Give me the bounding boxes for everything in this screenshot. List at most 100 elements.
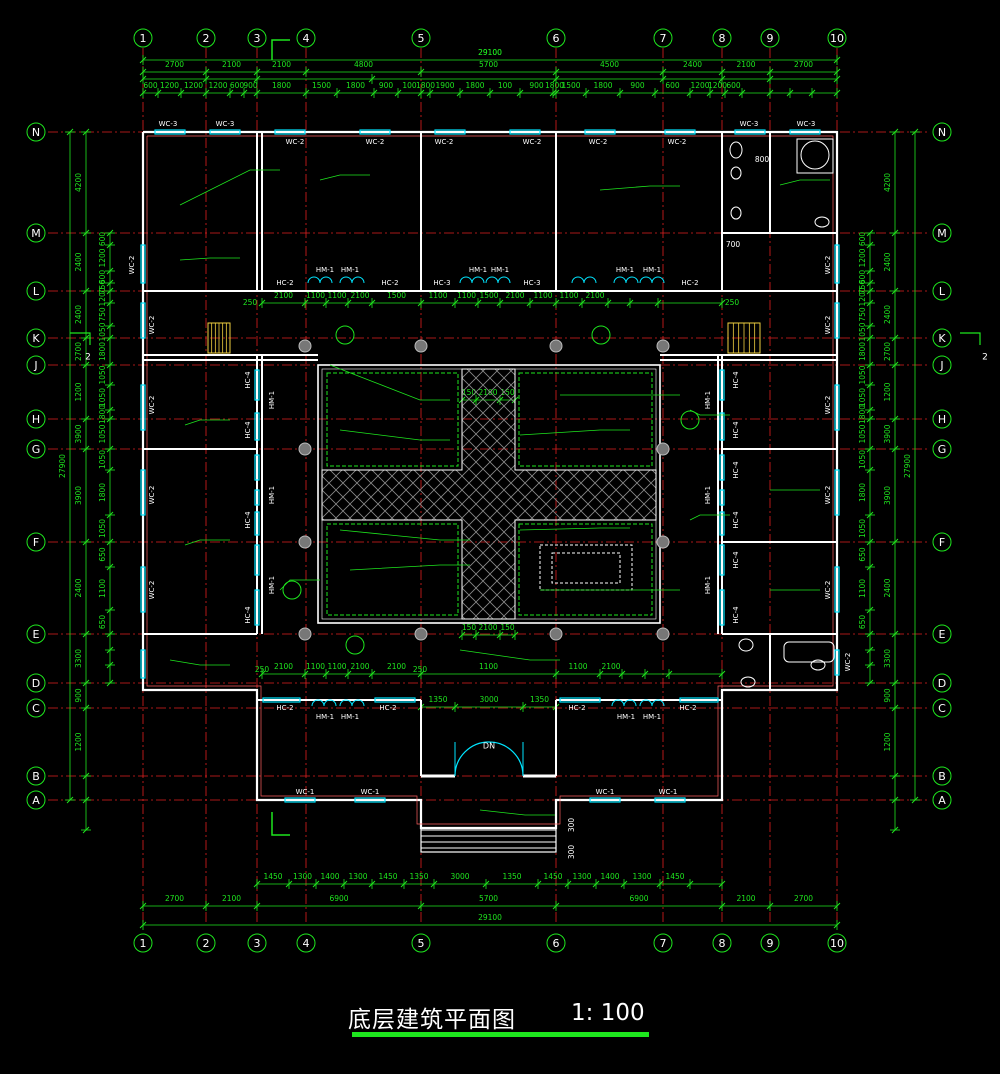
window-tag: WC-2: [286, 138, 305, 146]
pond: [551, 552, 621, 584]
leader-line: [349, 564, 470, 571]
dim-tick: [400, 880, 408, 888]
dim-text: 2400: [74, 305, 83, 324]
door-arc: [459, 276, 473, 284]
dim-tick: [106, 646, 114, 654]
dim-tick: [139, 68, 147, 76]
leader-line: [339, 529, 470, 541]
window: [834, 469, 840, 516]
dim-text: 1800: [98, 405, 107, 424]
door-tag: HM-1: [268, 486, 276, 504]
window: [719, 589, 725, 626]
dim-tick: [786, 89, 794, 97]
window: [589, 797, 621, 803]
window-tag: WC-3: [159, 120, 178, 128]
axis-label-row: E: [939, 628, 946, 641]
axis-bubble: [196, 933, 216, 953]
drawing-title: 底层建筑平面图: [348, 1007, 516, 1033]
window: [834, 649, 840, 676]
door-tag: HC-4: [732, 461, 740, 479]
axis-label-row: A: [938, 794, 946, 807]
dim-text: 1200: [160, 81, 179, 90]
dim-tick: [706, 89, 714, 97]
dim-text: 300: [567, 818, 576, 833]
door-tag: HC-4: [732, 421, 740, 439]
dim-tick: [301, 299, 309, 307]
door-arc: [323, 699, 337, 707]
window-tag: WC-1: [296, 788, 315, 796]
dim-tick: [866, 415, 874, 423]
leader-line: [184, 419, 230, 426]
section-mark: [960, 332, 981, 345]
window-tag: WC-1: [596, 788, 615, 796]
dim-text: 900: [74, 688, 83, 703]
axis-label-col: 6: [553, 937, 560, 950]
door-tag: HC-2: [681, 279, 698, 287]
dim-tick: [154, 89, 162, 97]
leader-line: [179, 169, 280, 206]
bathtub: [800, 140, 830, 170]
axis-bubble: [932, 532, 952, 552]
door-tag: HC-4: [732, 551, 740, 569]
dim-tick: [139, 75, 147, 83]
axis-bubble: [653, 933, 673, 953]
window: [262, 697, 301, 703]
dim-tick: [139, 56, 147, 64]
axis-bubble: [932, 281, 952, 301]
door-tag: HC-4: [244, 606, 252, 624]
axis-bubble: [26, 532, 46, 552]
window-tag: WC-3: [797, 120, 816, 128]
door-tag: HM-1: [316, 713, 334, 721]
axis-bubble: [296, 28, 316, 48]
axis-label-row: F: [33, 536, 39, 549]
dim-text: 1100: [568, 662, 587, 671]
dim-tick: [344, 299, 352, 307]
axis-bubble: [26, 624, 46, 644]
dim-text: 27900: [58, 454, 67, 478]
dim-tick: [866, 538, 874, 546]
axis-bubble: [827, 933, 847, 953]
dim-tick: [866, 466, 874, 474]
dim-tick: [322, 670, 330, 678]
axis-label-row: J: [939, 359, 943, 372]
dim-text: 3900: [883, 486, 892, 505]
dim-tick: [866, 381, 874, 389]
dim-text: 2700: [883, 342, 892, 361]
door-tag: HC-4: [244, 421, 252, 439]
dim-tick: [82, 361, 90, 369]
dim-text: 29100: [478, 48, 502, 57]
dim-tick: [368, 880, 376, 888]
dim-text: 1200: [184, 81, 203, 90]
door-arc: [613, 276, 627, 284]
dim-tick: [226, 89, 234, 97]
column: [549, 627, 563, 641]
dim-text: 1100: [327, 662, 346, 671]
dim-text: 2100: [736, 894, 755, 903]
axis-bubble: [760, 28, 780, 48]
axis-label-row: C: [938, 702, 946, 715]
dim-text: 3900: [74, 424, 83, 443]
column: [656, 627, 670, 641]
dim-text: 100: [498, 81, 513, 90]
dim-text: 2100: [478, 623, 497, 632]
column: [414, 339, 428, 353]
axis-label-col: 2: [203, 32, 210, 45]
detail-bubble: [335, 325, 355, 345]
axis-bubble: [26, 223, 46, 243]
dim-text: 1350: [502, 872, 521, 881]
dim-text: 1300: [572, 872, 591, 881]
outer-wall-inner: [146, 135, 834, 825]
dim-tick: [564, 880, 572, 888]
dim-text: 600: [98, 232, 107, 247]
dim-tick: [344, 670, 352, 678]
dim-tick: [578, 299, 586, 307]
dim-text: 1350: [530, 695, 549, 704]
dim-tick: [82, 445, 90, 453]
door-tag: HM-1: [704, 576, 712, 594]
sink: [730, 166, 742, 180]
axis-bubble: [26, 439, 46, 459]
dim-text: 1300: [348, 872, 367, 881]
dim-tick: [511, 631, 519, 639]
detail-bubble: [282, 580, 302, 600]
dim-text: 1200: [74, 732, 83, 751]
